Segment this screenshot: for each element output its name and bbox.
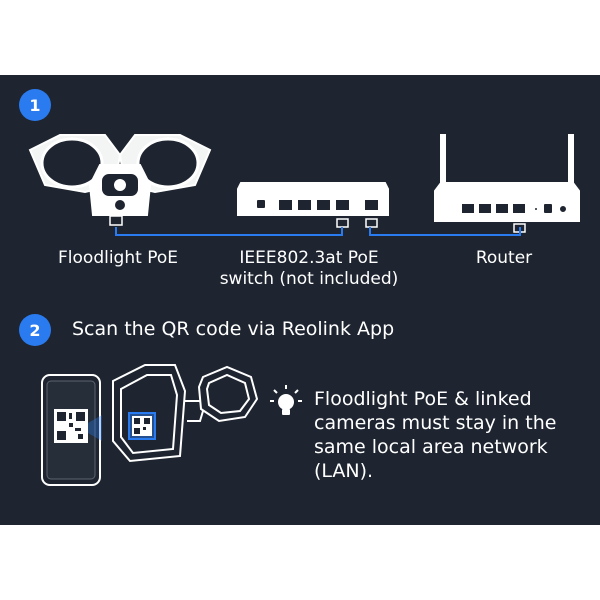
router-label: Router <box>475 248 533 268</box>
cable-floodlight-to-switch <box>115 227 343 236</box>
lan-note-line-2: cameras must stay in the <box>314 412 557 434</box>
lan-note: Floodlight PoE & linked cameras must sta… <box>314 387 556 483</box>
router-icon <box>434 134 580 233</box>
floodlight-camera-icon <box>28 134 212 226</box>
instruction-panel: 1 <box>0 75 600 525</box>
floodlight-label: Floodlight PoE <box>58 248 178 268</box>
lan-note-line-4: (LAN). <box>314 460 374 482</box>
switch-label: IEEE802.3at PoE switch (not included) <box>200 248 418 290</box>
switch-label-line1: IEEE802.3at PoE <box>239 248 379 268</box>
poe-switch-icon <box>237 182 389 228</box>
step-2-title: Scan the QR code via Reolink App <box>72 318 395 340</box>
lan-note-line-3: same local area network <box>314 436 548 458</box>
lan-note-line-1: Floodlight PoE & linked <box>314 388 532 410</box>
step-2-number: 2 <box>29 320 41 340</box>
lightbulb-icon <box>270 385 302 415</box>
step-1-badge: 1 <box>19 89 51 121</box>
step-1-number: 1 <box>29 95 41 115</box>
step-2-badge: 2 <box>19 314 51 346</box>
switch-label-line2: switch (not included) <box>219 269 399 289</box>
ethernet-cables <box>115 227 521 236</box>
cable-switch-to-router <box>369 227 521 236</box>
phone-qr-icon <box>41 374 102 486</box>
camera-back-qr-icon <box>112 364 259 463</box>
